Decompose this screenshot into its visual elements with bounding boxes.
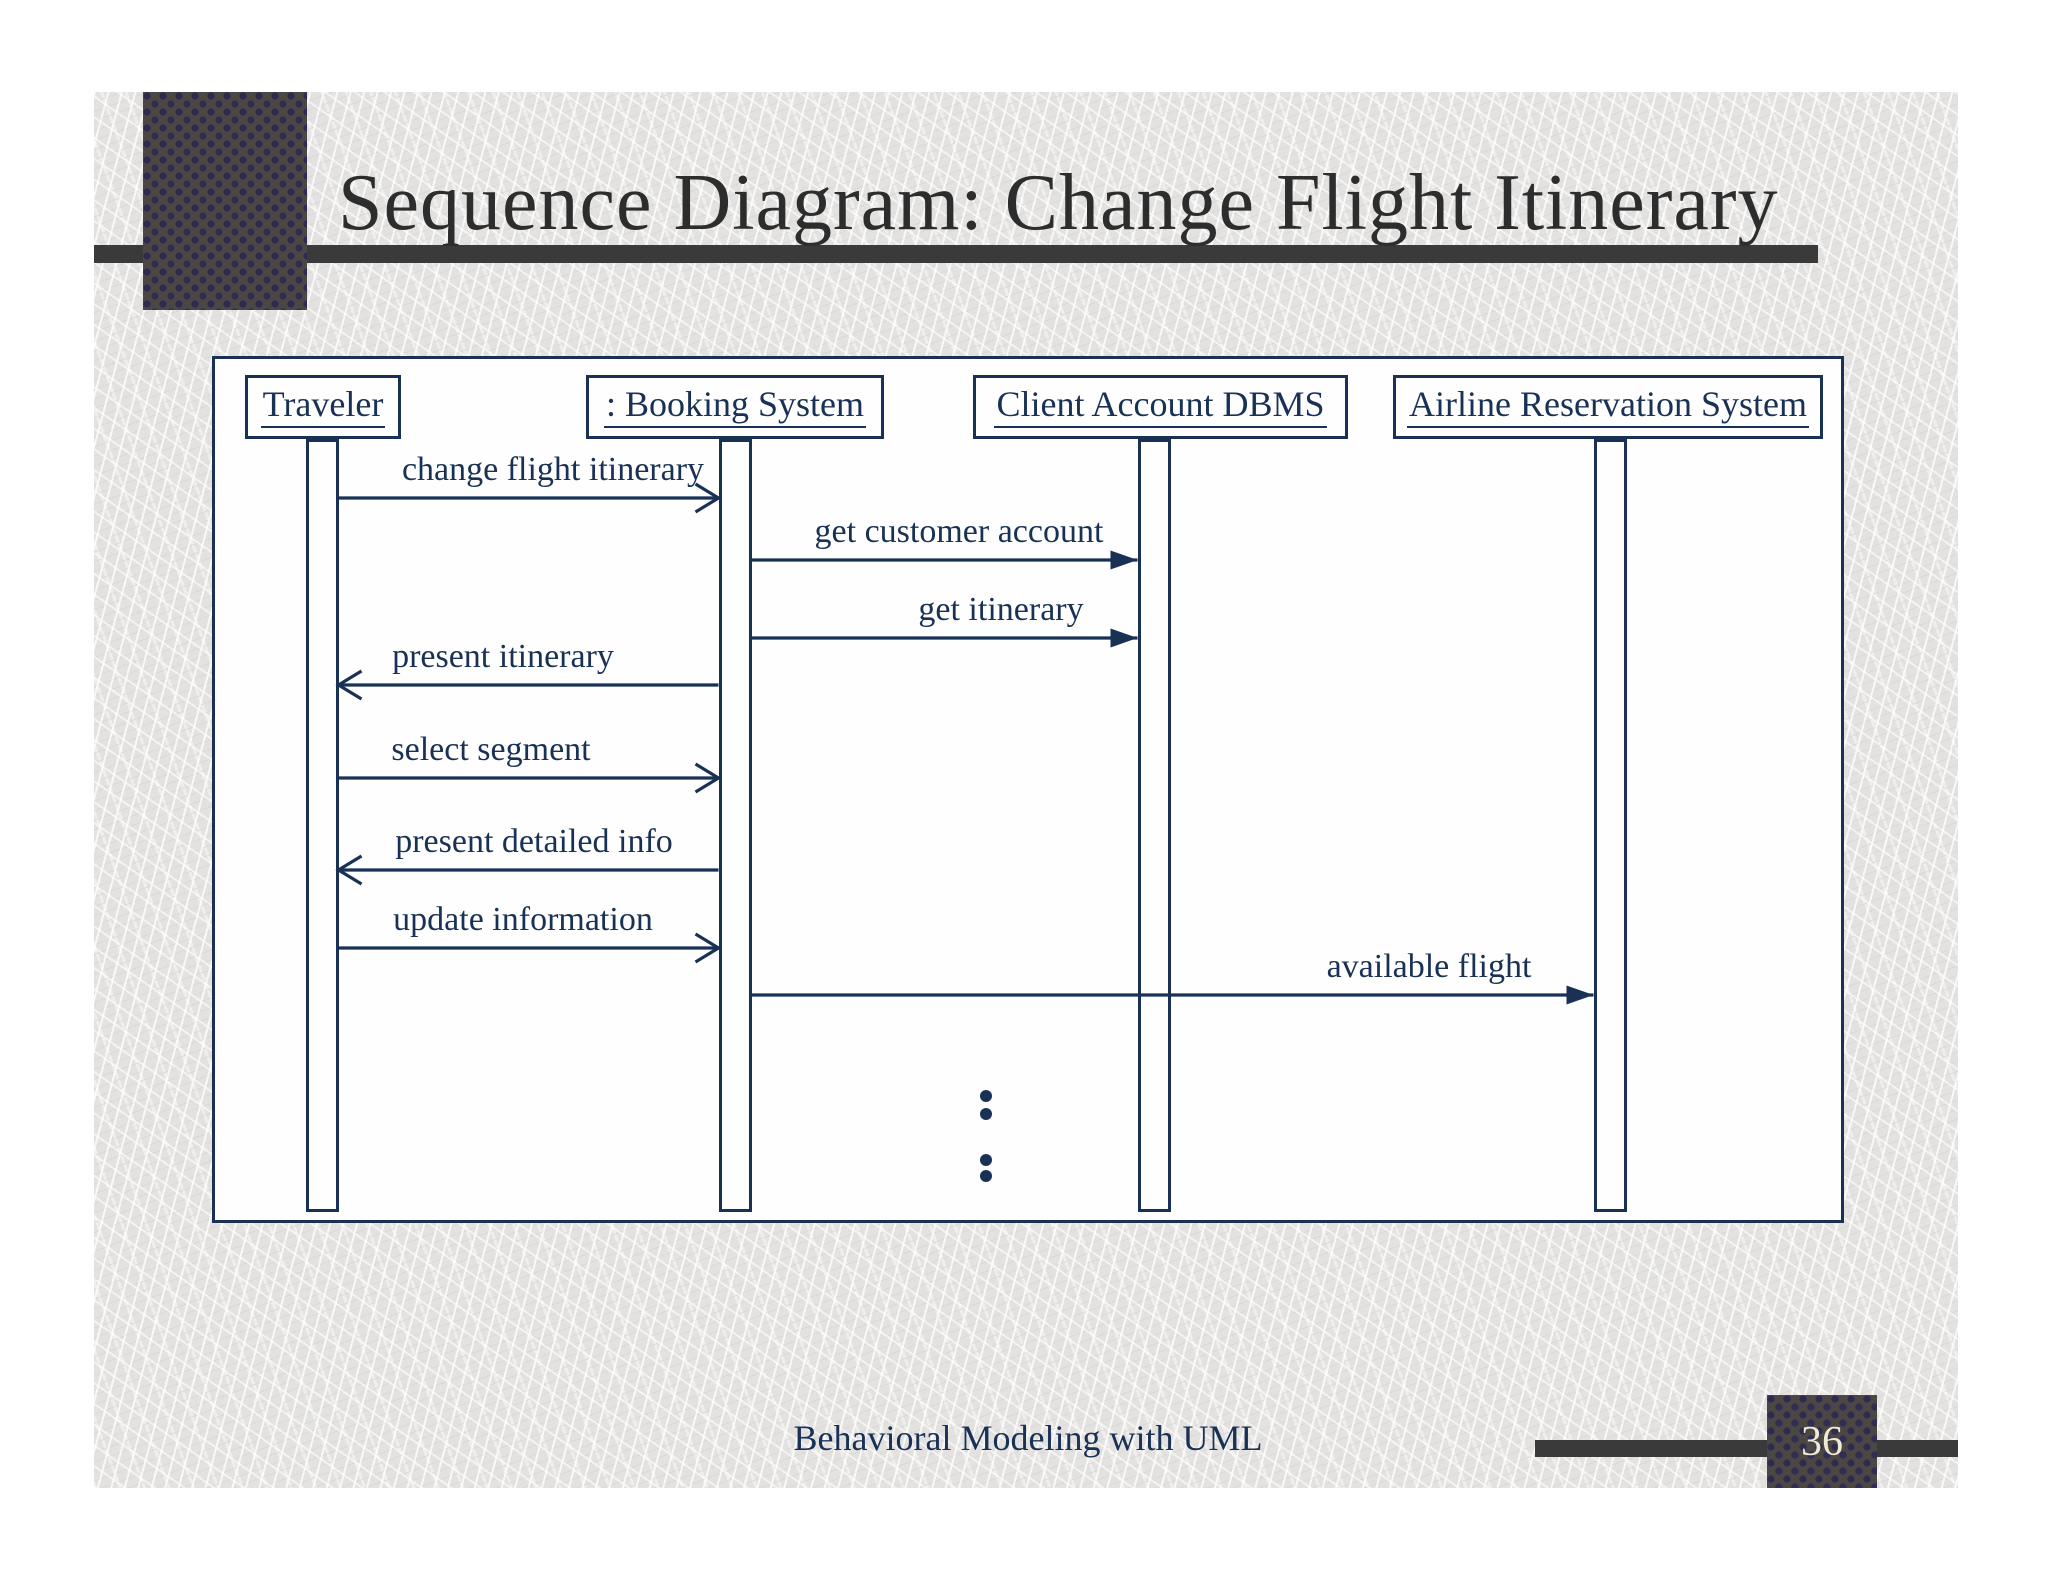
arrowhead-open-6 bbox=[694, 932, 722, 964]
message-label: change flight itinerary bbox=[401, 451, 705, 488]
ellipsis-dot bbox=[980, 1108, 992, 1120]
arrowhead-open-3 bbox=[335, 669, 363, 701]
title-underline-bar bbox=[94, 245, 1818, 263]
message-label: get customer account bbox=[814, 513, 1104, 550]
arrowhead-filled-1 bbox=[1110, 550, 1138, 570]
page-title: Sequence Diagram: Change Flight Itinerar… bbox=[338, 159, 1779, 247]
lifeline-label-client: Client Account DBMS bbox=[994, 385, 1327, 428]
ellipsis-dot bbox=[980, 1154, 992, 1166]
arrowhead-filled-2 bbox=[1110, 628, 1138, 648]
lifeline-label-traveler: Traveler bbox=[260, 385, 386, 428]
arrowhead-open-4 bbox=[694, 762, 722, 794]
footer-divider-bar bbox=[1535, 1440, 1958, 1457]
lifeline-label-airline: Airline Reservation System bbox=[1407, 385, 1809, 428]
arrowhead-open-5 bbox=[335, 854, 363, 886]
ellipsis-dot bbox=[980, 1170, 992, 1182]
activation-bar-booking bbox=[718, 439, 752, 1212]
sequence-diagram: Traveler : Booking System Client Account D… bbox=[215, 359, 1841, 1220]
message-arrows-layer bbox=[335, 482, 1594, 1182]
page-number: 36 bbox=[1801, 1418, 1843, 1465]
arrowhead-open-0 bbox=[694, 482, 722, 514]
message-label: present itinerary bbox=[392, 638, 614, 675]
message-label: get itinerary bbox=[918, 591, 1084, 628]
activation-bar-airline bbox=[1593, 439, 1627, 1212]
lifeline-header-traveler: Traveler bbox=[245, 375, 401, 439]
message-label: select segment bbox=[391, 731, 591, 768]
lifeline-label-booking: : Booking System bbox=[603, 385, 867, 428]
title-decor-square bbox=[143, 92, 307, 310]
slide-background: Sequence Diagram: Change Flight Itinerar… bbox=[94, 92, 1958, 1488]
footer-title: Behavioral Modeling with UML bbox=[793, 1418, 1263, 1458]
lifeline-header-booking: : Booking System bbox=[586, 375, 884, 439]
message-label: present detailed info bbox=[395, 823, 673, 860]
ellipsis-dot bbox=[980, 1090, 992, 1102]
activation-bar-traveler bbox=[305, 439, 339, 1212]
sequence-diagram-panel: Traveler : Booking System Client Account D… bbox=[212, 356, 1844, 1223]
lifeline-header-airline: Airline Reservation System bbox=[1393, 375, 1823, 439]
message-label: update information bbox=[393, 901, 653, 938]
message-label: available flight bbox=[1326, 948, 1532, 985]
arrowhead-filled-7 bbox=[1566, 985, 1594, 1005]
page-number-square: 36 bbox=[1767, 1395, 1877, 1488]
activation-bar-client bbox=[1137, 439, 1171, 1212]
lifeline-header-client: Client Account DBMS bbox=[973, 375, 1348, 439]
